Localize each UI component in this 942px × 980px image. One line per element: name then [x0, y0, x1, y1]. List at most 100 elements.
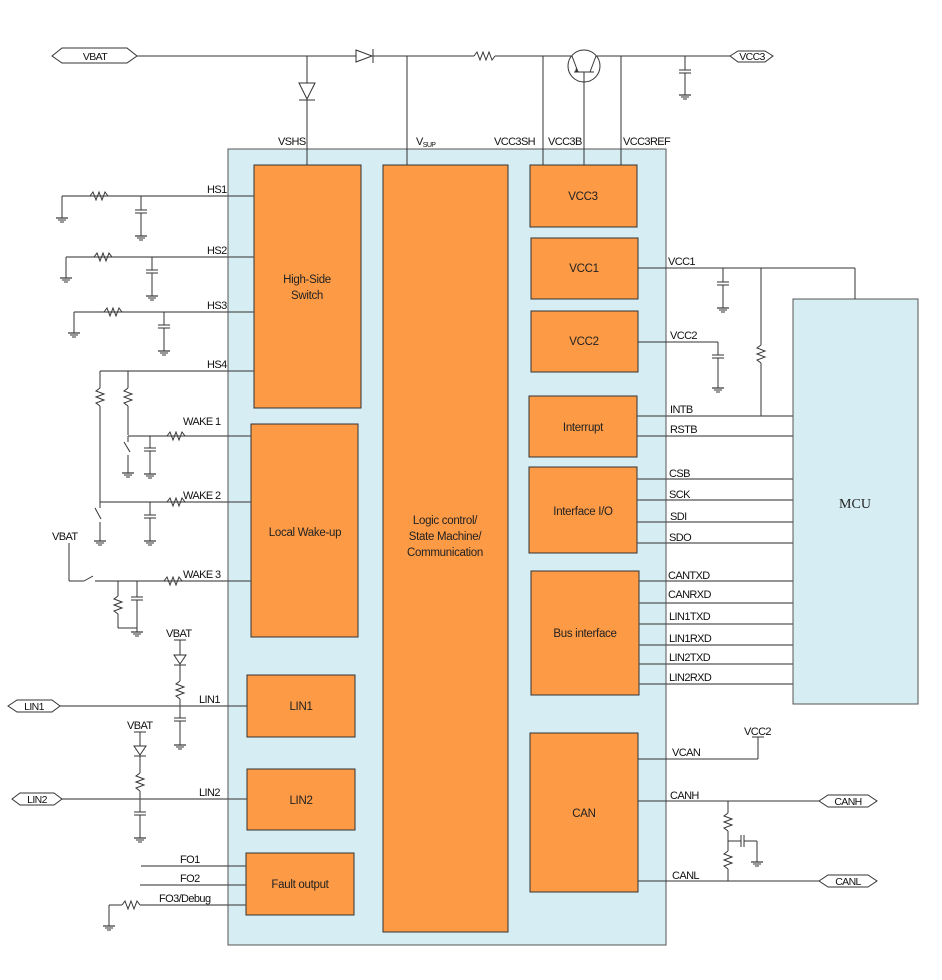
svg-text:VBAT: VBAT: [83, 51, 108, 63]
svg-text:State Machine/: State Machine/: [409, 531, 483, 543]
svg-text:Local Wake-up: Local Wake-up: [269, 527, 341, 539]
local-wakeup-block: Local Wake-up: [250, 423, 359, 638]
canh-port[interactable]: CANH: [818, 794, 878, 808]
lin1-port[interactable]: LIN1: [7, 699, 61, 713]
vbat-wake-label: VBAT: [52, 531, 78, 543]
vshs-label: VSHS: [278, 136, 306, 148]
canh-pin-label: CANH: [670, 790, 699, 802]
hs2-circuit: HS2: [59, 245, 254, 301]
wake3-label: WAKE 3: [183, 569, 221, 581]
supply-diode-icon: [355, 49, 374, 63]
can-block: CAN: [529, 732, 639, 893]
cantxd-label: CANTXD: [668, 570, 710, 582]
vcc2-net: VCC2: [638, 330, 725, 393]
svg-text:VCC3: VCC3: [568, 191, 597, 203]
wake3-circuit: VBAT WAKE 3: [52, 531, 251, 637]
lin1txd-label: LIN1TXD: [669, 611, 711, 623]
fo3-debug-label: FO3/Debug: [159, 893, 211, 905]
vcc3sh-label: VCC3SH: [494, 136, 536, 148]
svg-text:LIN2: LIN2: [27, 794, 48, 806]
svg-text:Logic control/: Logic control/: [413, 515, 478, 527]
canl-port[interactable]: CANL: [818, 874, 878, 888]
interrupt-block: Interrupt: [528, 395, 638, 458]
wake2-circuit: WAKE 2: [93, 490, 251, 546]
bus-interface-block: Bus interface: [530, 570, 640, 696]
vbat-lin2-label: VBAT: [127, 720, 153, 732]
svg-text:CANH: CANH: [834, 796, 861, 808]
svg-text:Communication: Communication: [407, 547, 483, 559]
interface-io-block: Interface I/O: [528, 466, 638, 554]
vcc1-block: VCC1: [530, 237, 639, 300]
csb-label: CSB: [669, 468, 690, 480]
svg-text:LIN1: LIN1: [289, 701, 312, 713]
svg-text:Interface I/O: Interface I/O: [553, 506, 613, 518]
wake1-circuit: WAKE 1: [121, 416, 251, 479]
hs1-circuit: HS1: [55, 184, 254, 241]
hs3-label: HS3: [207, 300, 227, 312]
lin1-pin-label: LIN1: [199, 694, 220, 706]
lin1rxd-label: LIN1RXD: [669, 633, 712, 645]
fo2-label: FO2: [180, 873, 200, 885]
svg-text:High-Side: High-Side: [283, 274, 331, 286]
svg-text:CANL: CANL: [835, 876, 861, 888]
hs4-circuit: HS4: [94, 359, 254, 502]
svg-text:LIN1: LIN1: [24, 701, 45, 713]
svg-text:MCU: MCU: [839, 497, 871, 512]
hs2-label: HS2: [207, 245, 227, 257]
mcu-signal-lines: INTB RSTB CSB SCK SDI SDO CANTXD CANRXD …: [637, 404, 793, 685]
wake3-switch-icon: [83, 575, 94, 582]
svg-text:VCC1: VCC1: [569, 263, 598, 275]
lin2rxd-label: LIN2RXD: [669, 672, 712, 684]
vcc1-net: VCC1: [638, 256, 856, 416]
lin2-port[interactable]: LIN2: [11, 792, 63, 806]
vcc2-block: VCC2: [530, 310, 639, 373]
vbat-port[interactable]: VBAT: [51, 47, 138, 64]
vcc3-port[interactable]: VCC3: [729, 50, 774, 63]
wake1-switch-icon: [123, 441, 131, 453]
sdi-label: SDI: [670, 511, 687, 523]
supply-resistor-icon: [473, 50, 496, 62]
lin2-pin-label: LIN2: [199, 787, 220, 799]
lin2-block: LIN2: [246, 768, 356, 831]
wake2-label: WAKE 2: [183, 490, 221, 502]
lin1-block: LIN1: [246, 674, 356, 738]
vcc3-block: VCC3: [529, 164, 638, 228]
intb-label: INTB: [670, 404, 693, 416]
fault-output-pins: FO1 FO2 FO3/Debug: [102, 854, 246, 931]
lin2-circuit: VBAT LIN2: [62, 720, 247, 843]
svg-text:VCC2: VCC2: [569, 336, 598, 348]
vcan-label: VCAN: [672, 747, 701, 759]
hs3-circuit: HS3: [67, 300, 254, 356]
sck-label: SCK: [669, 489, 691, 501]
svg-text:LIN2: LIN2: [289, 795, 312, 807]
vcc1-pin-label: VCC1: [668, 256, 695, 268]
mcu-block: MCU: [792, 298, 919, 705]
hs4-label: HS4: [207, 359, 227, 371]
high-side-switch-block: High-Side Switch: [253, 164, 362, 409]
svg-text:Fault output: Fault output: [271, 879, 329, 891]
svg-text:VCC3: VCC3: [739, 51, 765, 63]
logic-control-block: Logic control/ State Machine/ Communicat…: [382, 164, 509, 933]
svg-text:Switch: Switch: [291, 290, 323, 302]
svg-text:CAN: CAN: [572, 808, 595, 820]
can-net: VCC2 VCAN CANH CANL: [638, 726, 819, 882]
svg-text:Interrupt: Interrupt: [563, 422, 604, 434]
wake1-label: WAKE 1: [183, 416, 221, 428]
lin2txd-label: LIN2TXD: [669, 652, 711, 664]
vbat-lin1-label: VBAT: [166, 628, 192, 640]
rstb-label: RSTB: [670, 424, 697, 436]
hs1-label: HS1: [207, 184, 227, 196]
vcc3b-label: VCC3B: [548, 136, 582, 148]
svg-text:Bus interface: Bus interface: [553, 628, 616, 640]
fo1-label: FO1: [180, 854, 200, 866]
canrxd-label: CANRXD: [668, 589, 712, 601]
lin1-circuit: VBAT LIN1: [60, 628, 247, 750]
vcc2-pin-label: VCC2: [670, 330, 697, 342]
sdo-label: SDO: [669, 532, 692, 544]
canl-pin-label: CANL: [672, 870, 699, 882]
vcc2-can-label: VCC2: [744, 726, 771, 738]
vcc3ref-label: VCC3REF: [623, 136, 671, 148]
vsup-label: VSUP: [416, 136, 436, 149]
fault-output-block: Fault output: [245, 852, 355, 916]
